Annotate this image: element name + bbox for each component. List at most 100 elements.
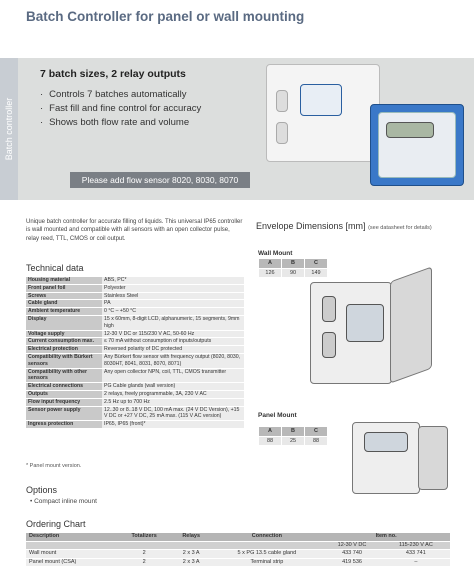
order-cell: 2 <box>117 549 171 559</box>
spec-key: Front panel foil <box>26 284 102 293</box>
spec-value: Polyester <box>102 284 244 293</box>
spec-value: 15 x 60mm, 8-digit LCD, alphanumeric, 15… <box>102 315 244 331</box>
spec-key: Ambient temperature <box>26 307 102 316</box>
order-cell: 433 741 <box>381 549 450 559</box>
order-cell: Panel mount (CSA) <box>26 558 118 567</box>
dim-header: B <box>281 426 305 437</box>
panel-mount-drawing <box>340 412 460 502</box>
spec-key: Compatibility with other sensors <box>26 368 102 384</box>
wall-mount-drawing <box>300 260 460 400</box>
order-header: Connection <box>211 533 323 542</box>
spec-value: Reversed polarity of DC protected <box>102 345 244 354</box>
footnote: * Panel mount version. <box>26 463 82 469</box>
order-subheader: 12-30 V DC <box>322 541 382 550</box>
option-label: Compact inline mount <box>34 498 97 505</box>
spec-value: PG Cable glands (wall version) <box>102 382 244 391</box>
spec-key: Sensor power supply <box>26 406 102 422</box>
order-cell: 419 536 <box>322 558 382 567</box>
order-cell: 2 x 3 A <box>170 549 212 559</box>
order-header: Item no. <box>322 533 450 542</box>
order-cell: 433 740 <box>322 549 382 559</box>
spec-key: Display <box>26 315 102 331</box>
envelope-heading: Envelope Dimensions [mm] (see datasheet … <box>256 221 432 231</box>
product-photo <box>262 60 472 190</box>
spec-key: Electrical protection <box>26 345 102 354</box>
spec-value: 12-30 V DC or 115/230 V AC, 50-60 Hz <box>102 330 244 339</box>
ordering-table: Description Totalizers Relays Connection… <box>26 533 450 567</box>
order-cell: Wall mount <box>26 549 118 559</box>
order-cell: – <box>381 558 450 567</box>
feature-item: Fast fill and fine control for accuracy <box>40 102 201 116</box>
hero-sidebar: Batch controller <box>0 58 18 200</box>
dim-value: 149 <box>304 267 328 278</box>
options-heading: Options <box>26 485 58 495</box>
spec-value: ≤ 70 mA without consumption of inputs/ou… <box>102 337 244 347</box>
spec-key: Electrical connections <box>26 382 102 391</box>
order-header: Relays <box>170 533 212 542</box>
dim-header: A <box>258 426 282 437</box>
feature-item: Shows both flow rate and volume <box>40 116 201 130</box>
sensor-note-bar: Please add flow sensor 8020, 8030, 8070 <box>70 172 250 188</box>
spec-key: Cable gland <box>26 299 102 309</box>
hero-heading: 7 batch sizes, 2 relay outputs <box>40 68 186 80</box>
spec-value: 2 relays, freely programmable, 3A, 230 V… <box>102 390 244 399</box>
technical-heading: Technical data <box>26 263 84 273</box>
spec-value: 2.5 Hz up to 700 Hz <box>102 398 244 407</box>
dim-value: 25 <box>281 435 305 446</box>
spec-key: Screws <box>26 292 102 301</box>
spec-value: Any open collector NPN, coil, TTL, CMOS … <box>102 368 244 384</box>
ordering-heading: Ordering Chart <box>26 519 86 529</box>
page-title: Batch Controller for panel or wall mount… <box>26 9 305 24</box>
spec-value: PA <box>102 299 244 309</box>
order-subheader: 115-230 V AC <box>381 541 450 550</box>
order-header: Description <box>26 533 118 542</box>
spec-key: Ingress protection <box>26 420 102 429</box>
panel-mount-label: Panel Mount <box>258 412 297 419</box>
feature-item: Controls 7 batches automatically <box>40 88 201 102</box>
order-cell: 5 x PG 13.5 cable gland <box>211 549 323 559</box>
table-row: Wall mount 2 2 x 3 A 5 x PG 13.5 cable g… <box>26 549 450 559</box>
wall-mount-label: Wall Mount <box>258 250 293 257</box>
spec-value: ABS, PC* <box>102 277 244 285</box>
table-row: Panel mount (CSA) 2 2 x 3 A Terminal str… <box>26 558 450 567</box>
spec-value: Any Bürkert flow sensor with frequency o… <box>102 353 244 369</box>
spec-value: 12..30 or 8..18 V DC, 100 mA max. (24 V … <box>102 406 244 422</box>
dim-value: 88 <box>304 435 328 446</box>
sidebar-label: Batch controller <box>4 97 14 161</box>
spec-key: Current consumption max. <box>26 337 102 347</box>
spec-value: 0 °C – +50 °C <box>102 307 244 316</box>
spec-key: Housing material <box>26 277 102 285</box>
spec-key: Voltage supply <box>26 330 102 339</box>
feature-list: Controls 7 batches automatically Fast fi… <box>40 88 201 130</box>
spec-row: Current consumption max.≤ 70 mA without … <box>26 337 244 347</box>
dim-value: 126 <box>258 267 282 278</box>
order-cell: 2 <box>117 558 171 567</box>
order-cell: 2 x 3 A <box>170 558 212 567</box>
order-header: Totalizers <box>117 533 171 542</box>
intro-text: Unique batch controller for accurate fil… <box>26 219 243 242</box>
spec-key: Outputs <box>26 390 102 399</box>
option-item: • Compact inline mount <box>30 498 97 505</box>
envelope-title: Envelope Dimensions [mm] <box>256 221 366 231</box>
dim-header: A <box>258 258 282 269</box>
dim-header: C <box>304 426 328 437</box>
envelope-note: (see datasheet for details) <box>368 225 432 231</box>
spec-value: Stainless Steel <box>102 292 244 301</box>
spec-key: Compatibility with Bürkert sensors <box>26 353 102 369</box>
